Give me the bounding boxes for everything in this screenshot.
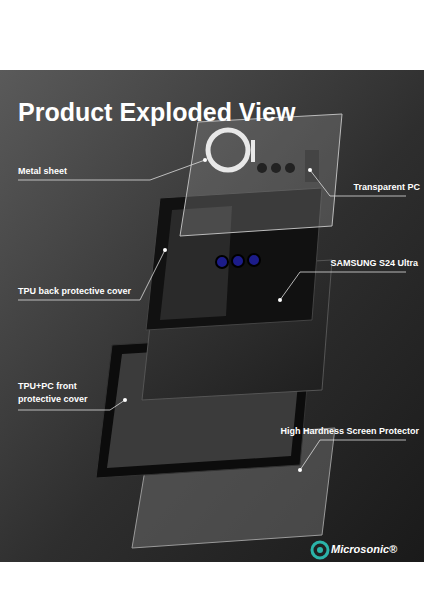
leader-dot [163, 248, 167, 252]
metal-tab [251, 140, 255, 162]
leader-line [280, 272, 406, 300]
leader-dot [298, 468, 302, 472]
part-label: TPU+PC front protective cover [18, 380, 110, 406]
part-label: TPU back protective cover [18, 285, 168, 298]
camera-lens [232, 255, 244, 267]
metal-ring [208, 130, 248, 170]
leader-line [18, 160, 205, 180]
part-label: Transparent PC [330, 181, 420, 194]
lens-hole [257, 163, 267, 173]
leader-dot [278, 298, 282, 302]
leader-line [300, 440, 406, 470]
part-label: Metal sheet [18, 165, 138, 178]
lens-hole [271, 163, 281, 173]
kickstand [305, 150, 319, 182]
leader-dot [203, 158, 207, 162]
brand-logo [312, 542, 328, 558]
leader-dot [308, 168, 312, 172]
watermark: Microsonic® [331, 543, 397, 555]
part-label: SAMSUNG S24 Ultra [300, 257, 418, 270]
leader-dot [123, 398, 127, 402]
heading: Product Exploded View [18, 98, 295, 127]
part-label: High Hardness Screen Protector [255, 425, 419, 438]
camera-lens [216, 256, 228, 268]
brand-logo [317, 547, 323, 553]
background-panel [0, 70, 424, 562]
camera-lens [248, 254, 260, 266]
transparent-pc [180, 114, 342, 236]
lens-hole [285, 163, 295, 173]
